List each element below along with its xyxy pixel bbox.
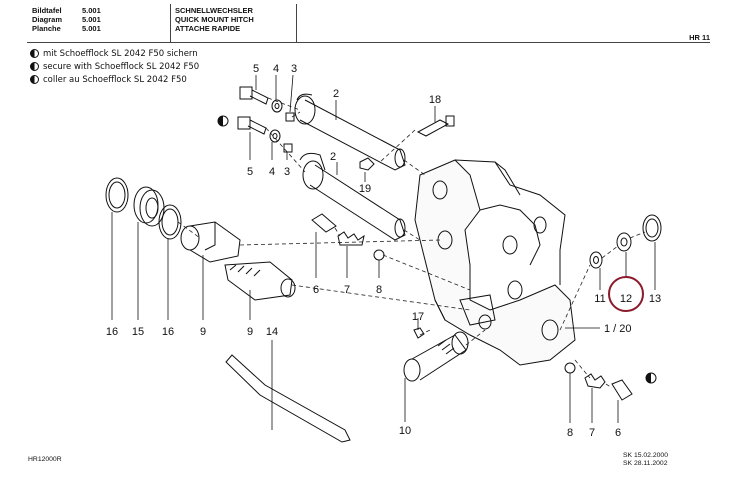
spring-lower: [584, 373, 606, 389]
callout-labels: 5 4 3 2 18 5 4 3 2 19 16 15 16 9 6 7 8 9…: [106, 63, 661, 439]
grease-nipple: [413, 327, 425, 339]
revision-dates: SK 15.02.2000 SK 28.11.2002: [623, 452, 668, 468]
callout-label: 7: [589, 427, 595, 439]
washer: [271, 99, 283, 113]
callout-label: 4: [269, 166, 275, 178]
pin-upper: [294, 93, 406, 171]
set-screw-lower: [611, 379, 633, 401]
snap-ring-right: [158, 204, 182, 240]
snap-ring-13: [642, 214, 662, 242]
callout-label: 6: [313, 284, 319, 296]
half-circle-icon: [30, 62, 39, 71]
pin-lower: [299, 152, 406, 241]
bolt-lower: [237, 116, 267, 135]
callout-label: 8: [376, 284, 382, 296]
callout-label: 5: [253, 63, 259, 75]
leader-lines: [111, 74, 656, 430]
title-german: SCHNELLWECHSLER: [175, 6, 253, 15]
set-screw-upper: [311, 213, 337, 233]
callout-label: 1 / 20: [604, 323, 632, 335]
legend-text: secure with Schoefflock SL 2042 F50: [43, 61, 200, 72]
revision-date: SK 28.11.2002: [623, 460, 668, 467]
snap-ring-left: [105, 177, 129, 213]
callout-label: 13: [649, 293, 661, 305]
half-circle-icon: [30, 49, 39, 58]
header-label: Planche: [32, 24, 61, 33]
callout-label: 12: [620, 293, 632, 305]
spring-upper: [337, 231, 365, 246]
callout-label: 2: [333, 88, 339, 100]
callout-label: 16: [162, 326, 174, 338]
diagram-code: HR 11: [689, 33, 710, 42]
header-rule: [27, 42, 710, 43]
header-label: Diagram: [32, 15, 63, 24]
header-divider: [170, 4, 171, 42]
callout-label: 11: [594, 293, 605, 305]
header-key-column: Bildtafel 5.001 Diagram 5.001 Planche 5.001: [32, 6, 122, 33]
nut: [283, 143, 293, 153]
callout-label: 16: [106, 326, 118, 338]
callout-label: 14: [266, 326, 278, 338]
legend-item: mit Schoefflock SL 2042 F50 sichern: [30, 47, 199, 60]
legend-text: mit Schoefflock SL 2042 F50 sichern: [43, 48, 198, 59]
half-circle-icon: [30, 75, 39, 84]
callout-label: 9: [200, 326, 206, 338]
lever-handle: [225, 354, 351, 443]
washer-12: [616, 232, 632, 252]
legend-item: secure with Schoefflock SL 2042 F50: [30, 60, 199, 73]
locking-wedge: [180, 221, 241, 263]
title-english: QUICK MOUNT HITCH: [175, 15, 254, 24]
callout-label: 18: [429, 94, 441, 106]
lock-cylinder: [403, 331, 469, 382]
header-value: 5.001: [82, 15, 101, 24]
drawing-id: HR12000R: [28, 456, 62, 463]
hitch-frame: [414, 159, 576, 366]
callout-label: 3: [284, 166, 290, 178]
header-value: 5.001: [82, 6, 101, 15]
nut: [285, 112, 295, 122]
callout-label: 7: [344, 284, 350, 296]
legend: mit Schoefflock SL 2042 F50 sichern secu…: [30, 47, 199, 86]
assembly-lines: [177, 97, 646, 389]
ball-lower: [564, 362, 576, 374]
bolt-18: [416, 115, 455, 137]
header-divider: [296, 4, 297, 42]
bolt-upper: [239, 86, 269, 105]
callout-label: 2: [330, 151, 336, 163]
locking-slide: [224, 261, 296, 301]
callout-label: 4: [273, 63, 279, 75]
highlight-circle: [608, 276, 644, 312]
nut-19: [359, 157, 375, 171]
header-label: Bildtafel: [32, 6, 62, 15]
callout-label: 15: [132, 326, 144, 338]
callout-label: 17: [412, 311, 424, 323]
callout-label: 5: [247, 166, 253, 178]
header-title-column: SCHNELLWECHSLER QUICK MOUNT HITCH ATTACH…: [175, 6, 254, 33]
callout-label: 10: [399, 425, 411, 437]
callout-label: 8: [567, 427, 573, 439]
title-french: ATTACHE RAPIDE: [175, 24, 241, 33]
callout-label: 3: [291, 63, 297, 75]
callout-label: 9: [247, 326, 253, 338]
adhesive-markers: [217, 115, 657, 384]
legend-text: coller au Schoefflock SL 2042 F50: [43, 74, 187, 85]
legend-item: coller au Schoefflock SL 2042 F50: [30, 73, 199, 86]
callout-label: 19: [359, 183, 371, 195]
ball-upper: [373, 249, 385, 261]
washer: [269, 129, 281, 143]
revision-date: SK 15.02.2000: [623, 452, 668, 459]
header-value: 5.001: [82, 24, 101, 33]
washer-11: [589, 251, 603, 269]
callout-label: 6: [615, 427, 621, 439]
